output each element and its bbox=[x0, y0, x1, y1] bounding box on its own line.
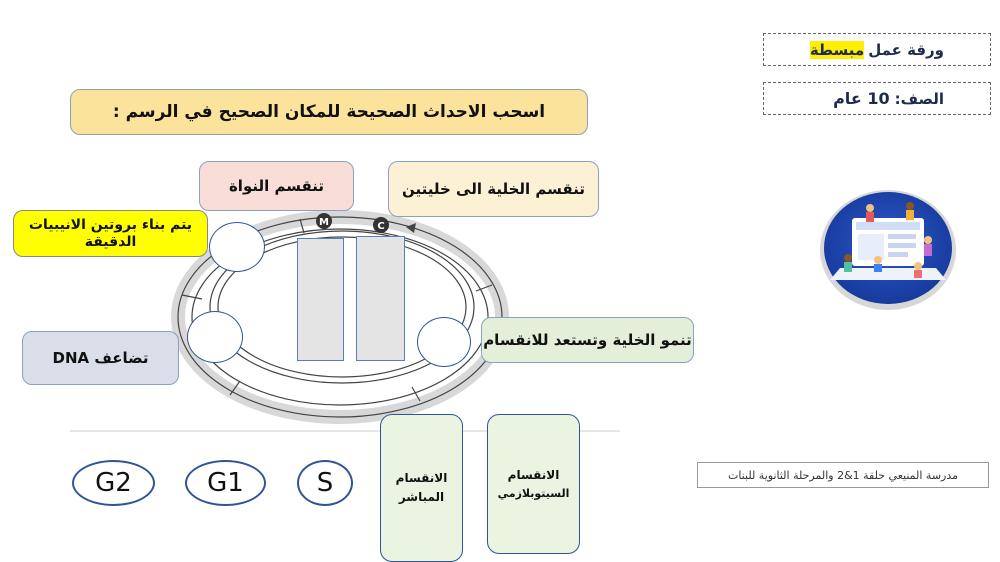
grade-label: الصف: bbox=[894, 89, 944, 108]
phase-s-label: S bbox=[316, 468, 334, 498]
card-dna-replication[interactable]: تضاعف DNA bbox=[22, 331, 179, 385]
phase-g2-label: G2 bbox=[95, 468, 132, 498]
phase-g1-label: G1 bbox=[207, 468, 244, 498]
marker-m: M bbox=[319, 217, 329, 228]
phase-g1-pill[interactable]: G1 bbox=[185, 460, 266, 506]
drop-zone-g1[interactable] bbox=[417, 317, 471, 367]
card-nucleus-divides[interactable]: تنقسم النواة bbox=[199, 161, 354, 211]
online-learning-illustration bbox=[818, 188, 958, 316]
grade-value: 10 عام bbox=[833, 89, 890, 108]
card-mitosis-line2: المباشر bbox=[398, 490, 445, 504]
drop-zone-mitosis[interactable] bbox=[297, 238, 344, 361]
card-dna-replication-text: تضاعف DNA bbox=[52, 349, 149, 367]
divider-line bbox=[70, 430, 620, 432]
card-cytokinesis-line1: الانقسام bbox=[507, 467, 560, 482]
card-nucleus-divides-text: تنقسم النواة bbox=[228, 177, 325, 195]
card-mitosis[interactable]: الانقسام المباشر bbox=[380, 414, 463, 562]
drop-zone-g2[interactable] bbox=[209, 222, 265, 272]
card-cytokinesis[interactable]: الانقسام السيتوبلازمي bbox=[487, 414, 580, 554]
marker-c: C bbox=[377, 221, 384, 232]
card-microtubules[interactable]: يتم بناء بروتين الانيبيات الدقيقة bbox=[13, 210, 208, 257]
card-cell-grows[interactable]: تنمو الخلية وتستعد للانقسام bbox=[481, 317, 694, 363]
drop-zone-s[interactable] bbox=[187, 311, 243, 363]
card-cell-splits-text: تنقسم الخلية الى خليتين bbox=[402, 180, 585, 198]
card-cytokinesis-line2: السيتوبلازمي bbox=[497, 486, 570, 500]
card-mitosis-line1: الانقسام bbox=[395, 470, 448, 485]
laptop-people-icon bbox=[820, 190, 956, 310]
school-label: مدرسة المنيعي حلقة 1&2 والمرحلة الثانوية… bbox=[727, 468, 959, 482]
worksheet-title-box: ورقة عمل مبسطة bbox=[763, 33, 991, 66]
instruction-banner: اسحب الاحداث الصحيحة للمكان الصحيح في ال… bbox=[70, 89, 588, 135]
phase-g2-pill[interactable]: G2 bbox=[72, 460, 155, 506]
school-label-box: مدرسة المنيعي حلقة 1&2 والمرحلة الثانوية… bbox=[697, 462, 989, 488]
worksheet-title-highlight: مبسطة bbox=[809, 40, 865, 59]
worksheet-title-prefix: ورقة عمل bbox=[868, 40, 944, 59]
card-microtubules-text: يتم بناء بروتين الانيبيات الدقيقة bbox=[28, 216, 193, 250]
instruction-text: اسحب الاحداث الصحيحة للمكان الصحيح في ال… bbox=[112, 102, 546, 122]
phase-s-pill[interactable]: S bbox=[297, 460, 353, 506]
grade-box: الصف: 10 عام bbox=[763, 82, 991, 115]
card-cell-grows-text: تنمو الخلية وتستعد للانقسام bbox=[483, 331, 692, 349]
card-cell-splits[interactable]: تنقسم الخلية الى خليتين bbox=[388, 161, 599, 217]
drop-zone-cytokinesis[interactable] bbox=[356, 236, 405, 361]
